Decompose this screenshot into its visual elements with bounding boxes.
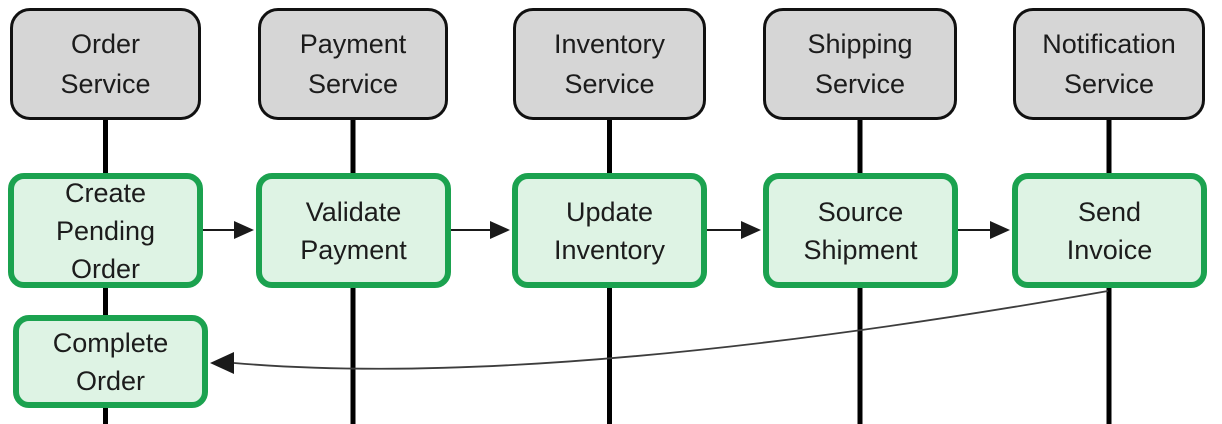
arrowhead-create-to-validate (234, 221, 254, 239)
service-node-shipping: Shipping Service (763, 8, 957, 120)
step-label-complete-order: Complete Order (52, 327, 169, 396)
service-label-notification: Notification Service (1042, 29, 1176, 99)
step-node-send-invoice: Send Invoice (1012, 173, 1207, 288)
step-label-validate-payment: Validate Payment (300, 196, 407, 265)
step-node-complete-order: Complete Order (13, 315, 208, 408)
service-node-order: Order Service (10, 8, 201, 120)
arrow-send-invoice-to-complete-order (233, 290, 1109, 370)
step-node-validate-payment: Validate Payment (256, 173, 451, 288)
service-node-payment: Payment Service (258, 8, 448, 120)
service-label-payment: Payment Service (299, 29, 407, 99)
arrowhead-update-to-source (741, 221, 761, 239)
step-label-update-inventory: Update Inventory (553, 196, 666, 265)
service-node-notification: Notification Service (1013, 8, 1205, 120)
arrowhead-source-to-send (990, 221, 1010, 239)
service-label-order: Order Service (60, 29, 151, 99)
arrowhead-send-invoice-to-complete-order (210, 352, 234, 374)
step-label-create-pending-order: Create Pending Order (55, 177, 156, 284)
step-node-source-shipment: Source Shipment (763, 173, 958, 288)
step-node-create-pending-order: Create Pending Order (8, 173, 203, 288)
service-node-inventory: Inventory Service (513, 8, 706, 120)
step-label-send-invoice: Send Invoice (1066, 196, 1153, 265)
step-label-source-shipment: Source Shipment (803, 196, 918, 265)
service-label-shipping: Shipping Service (807, 29, 913, 99)
step-node-update-inventory: Update Inventory (512, 173, 707, 288)
arrowhead-validate-to-update (490, 221, 510, 239)
service-label-inventory: Inventory Service (553, 29, 666, 99)
